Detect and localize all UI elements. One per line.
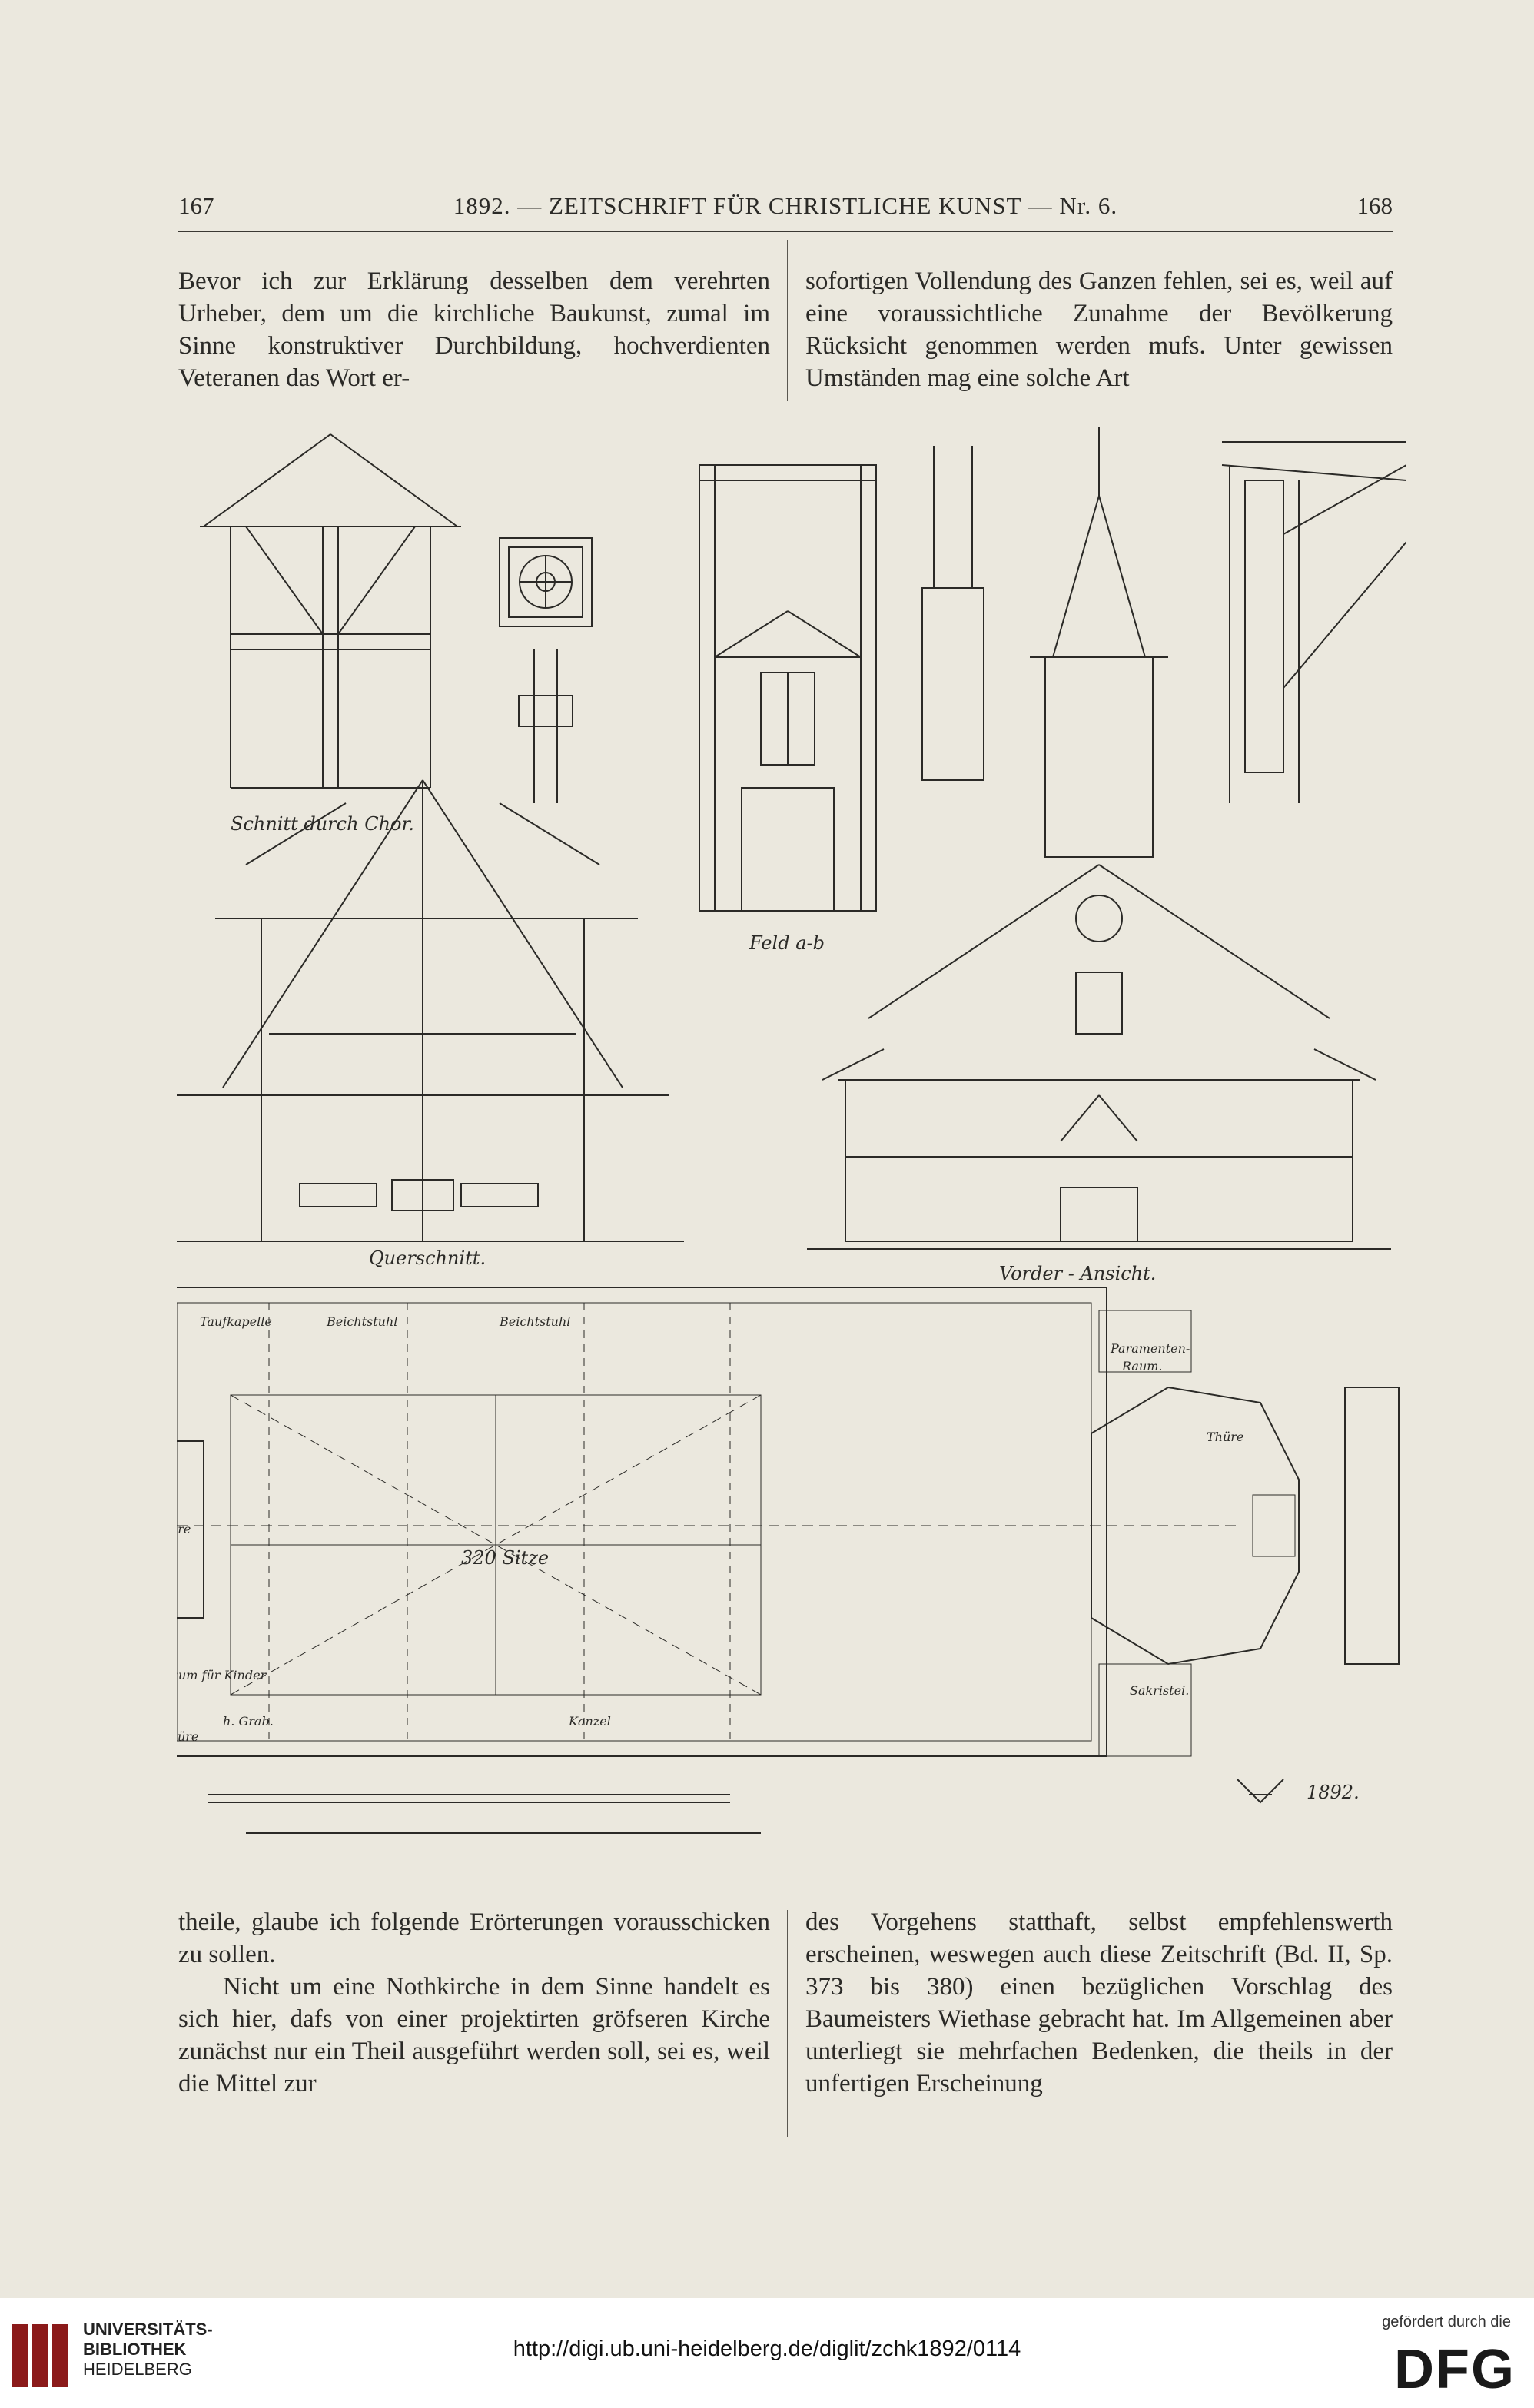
bay-elevation-drawing: Feld a-b — [699, 464, 877, 954]
label-raum: Raum. — [1121, 1359, 1163, 1373]
choir-section-drawing: Schnitt durch Chor. — [200, 433, 461, 835]
paragraph: Nicht um eine Nothkirche in dem Sinne ha… — [178, 1973, 770, 2097]
text-column-bottom-left: theile, glaube ich folgende Erörterungen… — [178, 1906, 770, 2100]
label-kanzel: Kanzel — [568, 1714, 611, 1729]
column-divider-top — [787, 240, 788, 401]
university-name: UNIVERSITÄTS- BIBLIOTHEK HEIDELBERG — [83, 2320, 213, 2379]
label-thuere-sw: Thüre — [177, 1729, 198, 1744]
cross-section-drawing: Querschnitt. — [177, 779, 684, 1269]
label-sakristei: Sakristei. — [1130, 1683, 1189, 1698]
text-column-top-left: Bevor ich zur Erklärung desselben dem ve… — [178, 265, 770, 394]
label-sitze: 320 Sitze — [461, 1547, 549, 1569]
label-vorder: Vorder - Ansicht. — [999, 1263, 1156, 1284]
dfg-logo: DFG — [1394, 2339, 1516, 2400]
page-number-left: 167 — [178, 192, 214, 219]
paragraph: sofortigen Vollendung des Ganzen fehlen,… — [805, 267, 1393, 392]
label-beichtstuhl-1: Beichtstuhl — [326, 1314, 397, 1329]
rosette-detail — [499, 537, 593, 627]
front-elevation-drawing: Vorder - Ansicht. — [807, 427, 1391, 1284]
label-paramenten: Paramenten- — [1110, 1341, 1190, 1356]
digitization-footer: UNIVERSITÄTS- BIBLIOTHEK HEIDELBERG http… — [0, 2298, 1534, 2408]
label-taufkapelle: Taufkapelle — [200, 1314, 272, 1329]
document-page: 167 1892. — ZEITSCHRIFT FÜR CHRISTLICHE … — [107, 192, 1407, 2137]
architectural-drawing: Schnitt durch Chor. — [107, 419, 1407, 1902]
monogram-signature: 1892. — [1237, 1779, 1360, 1804]
pillar-detail — [518, 649, 573, 803]
column-divider-bottom — [787, 1910, 788, 2137]
column-detail — [921, 446, 984, 781]
label-feld: Feld a-b — [749, 932, 825, 954]
funding-note: gefördert durch die — [1382, 2313, 1511, 2330]
label-year: 1892. — [1307, 1782, 1360, 1803]
page-number-right: 168 — [1356, 192, 1393, 219]
running-title: 1892. — ZEITSCHRIFT FÜR CHRISTLICHE KUNS… — [453, 192, 1118, 219]
label-raum-kinder: Raum für Kinder — [177, 1668, 267, 1682]
page-header: 167 1892. — ZEITSCHRIFT FÜR CHRISTLICHE … — [178, 192, 1393, 231]
scale-bar — [208, 1794, 761, 1834]
paragraph: Bevor ich zur Erklärung desselben dem ve… — [178, 267, 770, 392]
text-column-bottom-right: des Vorgehens statthaft, selbst empfehle… — [805, 1906, 1393, 2100]
paragraph: theile, glaube ich folgende Erörterungen… — [178, 1908, 770, 1968]
label-thuere-east: Thüre — [1207, 1430, 1243, 1444]
university-logo-icon — [12, 2324, 68, 2387]
label-beichtstuhl-2: Beichtstuhl — [499, 1314, 570, 1329]
label-h-grab: h. Grab. — [223, 1714, 274, 1729]
paragraph: des Vorgehens statthaft, selbst empfehle… — [805, 1908, 1393, 2097]
source-url-link[interactable]: http://digi.ub.uni-heidelberg.de/diglit/… — [513, 2337, 1021, 2361]
label-thuere-west: Thüre — [177, 1522, 191, 1536]
header-rule — [178, 231, 1393, 232]
floor-plan-drawing: Taufkapelle Beichtstuhl Beichtstuhl Para… — [107, 1287, 1400, 1757]
label-schnitt: Schnitt durch Chor. — [231, 813, 414, 835]
text-column-top-right: sofortigen Vollendung des Ganzen fehlen,… — [805, 265, 1393, 394]
label-querschnitt: Querschnitt. — [369, 1247, 486, 1269]
roof-detail — [1221, 441, 1407, 803]
